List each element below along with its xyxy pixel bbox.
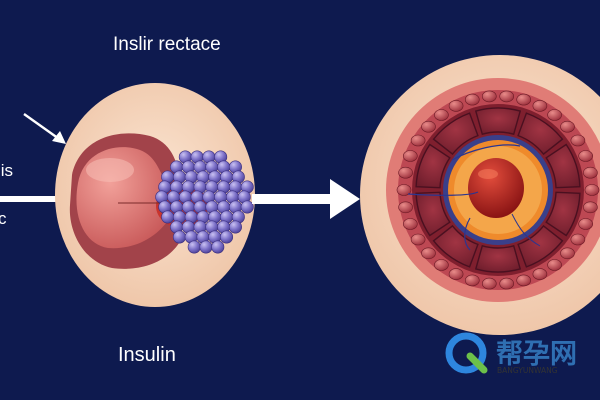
- outer-bead-ring: [396, 90, 600, 290]
- membrane-bead: [560, 247, 575, 260]
- cell-segment: [517, 224, 564, 268]
- membrane-bead: [584, 184, 600, 196]
- membrane-bead: [499, 277, 515, 290]
- bottom-label: Insulin: [118, 344, 176, 366]
- membrane-bead: [396, 184, 412, 196]
- cell-segment: [415, 191, 451, 237]
- membrane-bead: [570, 134, 586, 147]
- membrane-bead: [402, 150, 418, 162]
- membrane-bead: [499, 90, 515, 103]
- granule: [172, 230, 186, 244]
- left-fragment-label-2: c: [0, 209, 7, 228]
- watermark-en-text: BANGYUNWANG: [497, 366, 558, 375]
- membrane-bead: [410, 233, 426, 246]
- membrane-bead: [583, 201, 598, 214]
- membrane-bead: [481, 90, 497, 103]
- watermark-cn-text: 帮孕网: [496, 339, 577, 370]
- membrane-bead: [583, 166, 598, 179]
- membrane-bead: [402, 218, 418, 230]
- granule: [220, 230, 234, 244]
- membrane-bead: [578, 150, 594, 162]
- inner-segments: [415, 107, 581, 273]
- membrane-bead: [464, 274, 480, 287]
- membrane-bead: [398, 201, 413, 214]
- cell-segment: [474, 244, 522, 273]
- left-fragment-label: iis: [0, 161, 13, 180]
- membrane-bead: [448, 268, 464, 280]
- membrane-bead: [532, 268, 548, 280]
- granule: [228, 220, 242, 234]
- membrane-bead: [434, 259, 449, 271]
- membrane-bead: [421, 247, 436, 260]
- membrane-bead: [398, 166, 413, 179]
- membrane-bead: [464, 93, 480, 106]
- title-label: Inslir rectace: [113, 34, 221, 55]
- watermark: 帮孕网 BANGYUNWANG: [445, 332, 577, 375]
- granule: [199, 240, 213, 254]
- membrane-bead: [516, 274, 532, 287]
- membrane-bead: [481, 277, 497, 290]
- cell-segment: [474, 107, 522, 136]
- membrane-bead: [578, 218, 594, 230]
- main-arrow-icon: [252, 179, 360, 219]
- insulin-granule-cluster: [155, 150, 254, 254]
- membrane-bead: [434, 109, 449, 121]
- membrane-bead: [560, 120, 575, 133]
- granule: [211, 240, 225, 254]
- membrane-bead: [516, 93, 532, 106]
- granule: [240, 200, 254, 214]
- cell-cross-section: [360, 55, 600, 335]
- membrane-bead: [570, 233, 586, 246]
- membrane-bead: [410, 134, 426, 147]
- cell-segment: [415, 143, 451, 189]
- membrane-bead: [547, 259, 562, 271]
- cell-segment: [432, 224, 479, 268]
- watermark-logo-icon: [445, 332, 488, 374]
- membrane-bead: [532, 100, 548, 112]
- left-connector-line: [0, 196, 64, 202]
- granule: [161, 210, 175, 224]
- pointer-arrow-icon: [23, 113, 66, 144]
- cell-segment: [432, 112, 479, 156]
- cell-segment: [517, 112, 564, 156]
- cell-segment: [545, 143, 581, 189]
- membrane-bead: [547, 109, 562, 121]
- membrane-bead: [448, 100, 464, 112]
- membrane-bead: [421, 120, 436, 133]
- cell-segment: [545, 191, 581, 237]
- granule: [187, 240, 201, 254]
